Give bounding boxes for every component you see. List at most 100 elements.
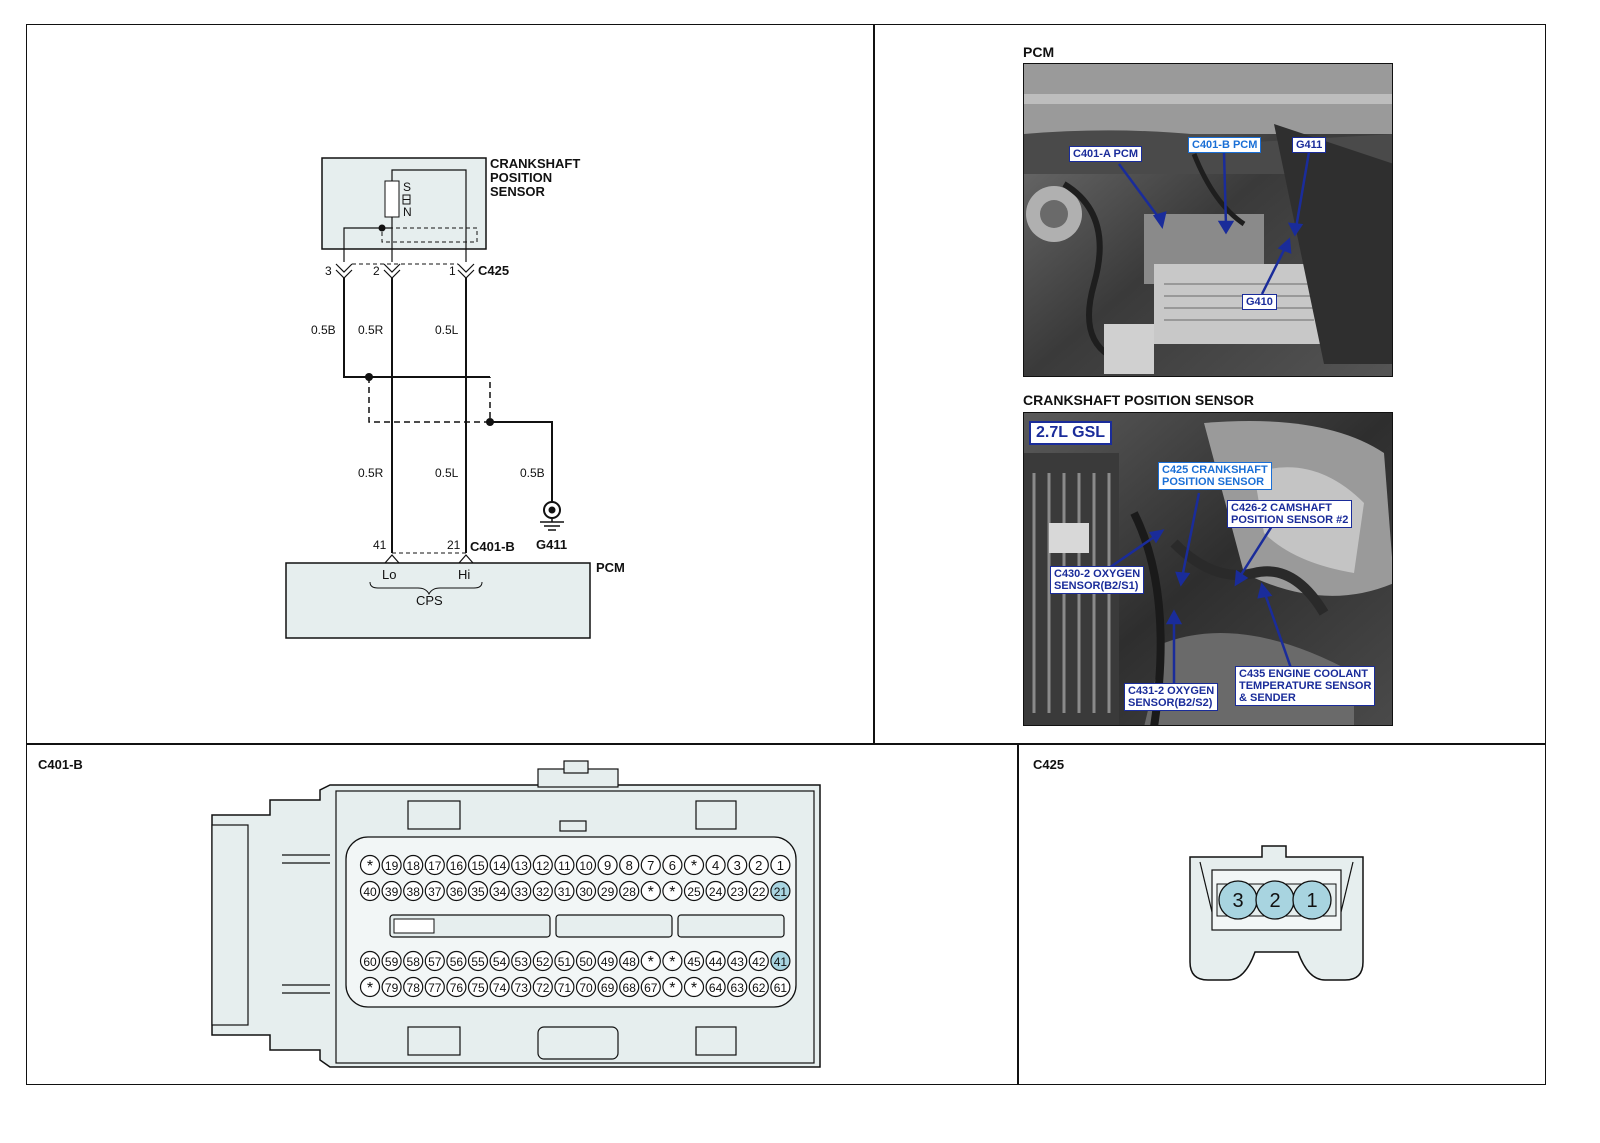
pcm-label: PCM (596, 560, 625, 575)
c401b-pin-37 (424, 880, 445, 902)
photo-cps: 2.7L GSL C425 CRANKSHAFT POSITION SENSOR… (1023, 412, 1393, 726)
c401b-pin-41 (770, 950, 791, 972)
c401b-pin-68 (619, 976, 640, 998)
c401b-pin-label: 1 (777, 858, 784, 873)
c401b-pin-label: 24 (709, 885, 723, 899)
c401b-pin-55 (467, 950, 489, 972)
sensor-title-2: POSITION (490, 170, 552, 185)
c401b-pin-29 (597, 880, 618, 902)
c401b-pin-4 (705, 854, 726, 876)
c401b-pin-blank (683, 976, 705, 998)
c401b-pin-9 (597, 854, 618, 876)
c401b-pin-label: 31 (558, 885, 572, 899)
c401b-pin-19 (381, 854, 402, 876)
c401b-pin-label: * (669, 884, 675, 901)
c401b-pin-label: 73 (515, 981, 529, 995)
c401b-pin-label: 75 (471, 981, 485, 995)
c401b-label: C401-B (470, 539, 515, 554)
c425-panel (1017, 743, 1546, 1085)
c401b-pin-70 (575, 976, 597, 998)
wire-label-r-upper: 0.5R (358, 323, 384, 337)
c401b-pin-79 (381, 976, 402, 998)
c401b-pin-67 (640, 976, 661, 998)
c401b-pin-75 (467, 976, 489, 998)
c401b-pin-52 (532, 950, 553, 972)
c401b-pin-label: 8 (626, 858, 633, 873)
c401b-pin-label: 23 (731, 885, 745, 899)
c401b-pin-40 (359, 880, 381, 902)
c401b-pin-label: 32 (536, 885, 550, 899)
c425-label: C425 (478, 263, 509, 278)
c401b-pin-blank (359, 976, 381, 998)
c425-pin-label: 2 (1269, 890, 1280, 912)
c401b-pin-label: 21 (774, 885, 788, 899)
c401b-pin-label: 61 (774, 981, 788, 995)
c401b-pin-label: 39 (385, 885, 399, 899)
c401b-pin-label: 68 (623, 981, 637, 995)
c401b-pin-blank (683, 854, 705, 876)
c401b-pin-label: 50 (579, 955, 593, 969)
c401b-pin-label: 44 (709, 955, 723, 969)
cps-brace (369, 581, 483, 596)
c401b-pin-53 (511, 950, 532, 972)
c401b-pin-51 (554, 950, 575, 972)
c401b-pin-label: 15 (471, 859, 485, 873)
wire-label-l-upper: 0.5L (435, 323, 459, 337)
c401b-pin-34 (489, 880, 510, 902)
c401b-pin-label: 51 (558, 955, 572, 969)
c401b-panel (26, 743, 1019, 1085)
c401b-pin-label: 16 (450, 859, 464, 873)
c401b-pin-12 (532, 854, 553, 876)
c401b-pin-label: 70 (579, 981, 593, 995)
c401b-pin-label: 19 (385, 859, 399, 873)
c401b-pin-56 (446, 950, 467, 972)
c401b-pin-label: 48 (623, 955, 637, 969)
wire-label-b-lower: 0.5B (520, 466, 545, 480)
c401b-pin-21: 21 (447, 538, 461, 552)
callout-c435: C435 ENGINE COOLANT TEMPERATURE SENSOR &… (1235, 666, 1376, 706)
c401b-pin-69 (597, 976, 618, 998)
sensor-box (321, 157, 487, 250)
engine-badge: 2.7L GSL (1029, 421, 1113, 445)
c401b-pin-43 (727, 950, 748, 972)
c401b-pin-60 (359, 950, 381, 972)
c401b-pin-54 (489, 950, 510, 972)
c401b-pin-label: 64 (709, 981, 723, 995)
c401b-pin-label: 29 (601, 885, 615, 899)
c401b-pin-label: 2 (755, 858, 762, 873)
c401b-pin-label: 58 (407, 955, 421, 969)
c401b-pin-label: 63 (731, 981, 745, 995)
c401b-pin-label: 3 (734, 858, 741, 873)
c401b-pin-24 (705, 880, 726, 902)
c401b-pin-18 (403, 854, 424, 876)
c401b-pin-label: 38 (407, 885, 421, 899)
c401b-pin-label: 13 (515, 859, 529, 873)
pcm-input-lo: Lo (382, 567, 396, 582)
callout-c401b: C401-B PCM (1188, 137, 1262, 153)
pcm-group-label: CPS (416, 593, 443, 608)
c401b-pin-23 (727, 880, 748, 902)
callout-c401a: C401-A PCM (1069, 146, 1142, 162)
c401b-pin-74 (489, 976, 510, 998)
c401b-pin-label: 34 (493, 885, 507, 899)
c401b-pin-63 (727, 976, 748, 998)
c401b-pin-label: 53 (515, 955, 529, 969)
c401b-pin-label: 14 (493, 859, 507, 873)
c401b-pin-10 (575, 854, 597, 876)
c401b-pin-label: 71 (558, 981, 572, 995)
c401b-pin-6 (662, 854, 683, 876)
photo-pcm: C401-A PCM C401-B PCM G411 G410 (1023, 63, 1393, 377)
c401b-pin-30 (575, 880, 597, 902)
c401b-pin-label: 11 (558, 859, 571, 873)
c401b-pin-77 (424, 976, 445, 998)
callout-c430: C430-2 OXYGEN SENSOR(B2/S1) (1050, 566, 1145, 594)
c401b-pin-label: 56 (450, 955, 464, 969)
photo-pcm-title: PCM (1023, 44, 1055, 60)
c401b-pin-8 (619, 854, 640, 876)
c401b-pin-73 (511, 976, 532, 998)
c425-pin-3: 3 (325, 264, 332, 278)
c401b-pin-1 (770, 854, 791, 876)
